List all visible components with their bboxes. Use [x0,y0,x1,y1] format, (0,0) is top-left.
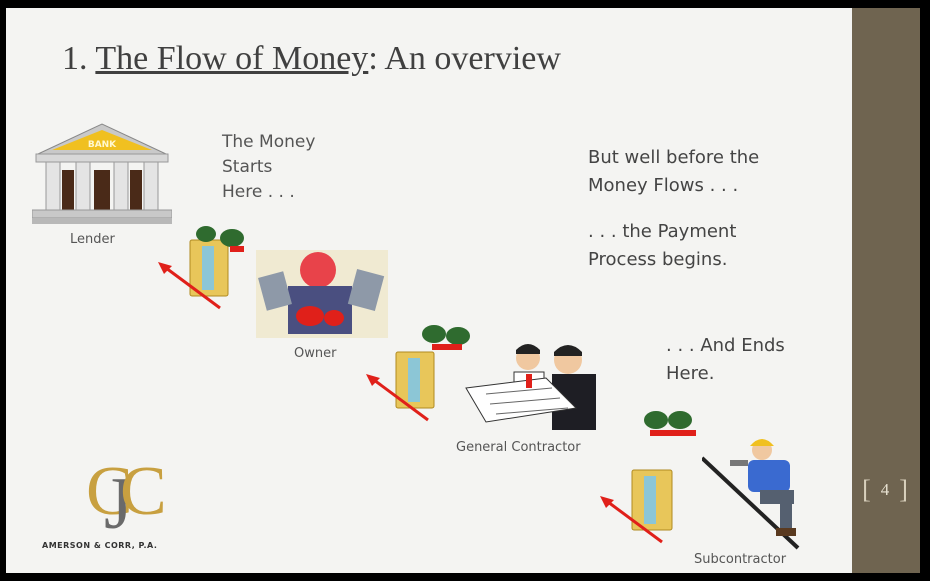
page-number-value: 4 [880,480,890,499]
payment-process-line2: Process begins. [588,249,728,270]
text-well-before: But well before the Money Flows . . . [588,144,759,200]
title-prefix: 1. [62,40,96,77]
money-starts-line2: Starts [222,157,273,177]
money-starts-line3: Here . . . [222,182,295,202]
money-folder-icon [395,325,470,409]
label-lender: Lender [70,232,115,247]
slide-sidebar [852,8,920,573]
money-folder-icon [631,469,673,531]
money-folder-icon [189,226,244,297]
text-money-starts: The Money Starts Here . . . [222,130,315,205]
arrow-icon [366,374,429,422]
page-number: [ 4 ] [856,470,914,510]
bracket-right-icon: ] [899,475,908,504]
money-icon [644,411,696,436]
label-owner: Owner [294,346,337,361]
svg-text:C: C [86,453,133,530]
and-ends-line2: Here. [666,363,715,384]
firm-name: AMERSON & CORR, P.A. [42,541,158,550]
svg-text:C: C [120,453,167,530]
contractor-clipart [465,344,596,430]
money-starts-line1: The Money [222,132,316,152]
title-suffix: : An overview [368,40,561,77]
well-before-line1: But well before the [588,147,760,168]
bank-icon: BANK [32,123,172,224]
owner-clipart [256,250,388,338]
well-before-line2: Money Flows . . . [588,175,739,196]
text-payment-process: . . . the Payment Process begins. [588,218,736,274]
firm-logo: C J C [86,453,167,536]
slide-title: 1. The Flow of Money: An overview [62,40,561,78]
and-ends-line1: . . . And Ends [666,335,785,356]
worker-clipart [702,439,800,550]
bracket-left-icon: [ [862,475,871,504]
arrow-icon [600,496,663,544]
arrow-icon [158,262,221,310]
presentation-slide: 1. The Flow of Money: An overview BANK L… [6,8,852,573]
payment-process-line1: . . . the Payment [588,221,737,242]
label-general-contractor: General Contractor [456,440,581,455]
text-and-ends: . . . And Ends Here. [666,332,785,388]
svg-text:J: J [104,463,133,536]
label-subcontractor: Subcontractor [694,552,787,567]
bank-sign: BANK [88,140,117,150]
title-link[interactable]: The Flow of Money [95,40,369,77]
